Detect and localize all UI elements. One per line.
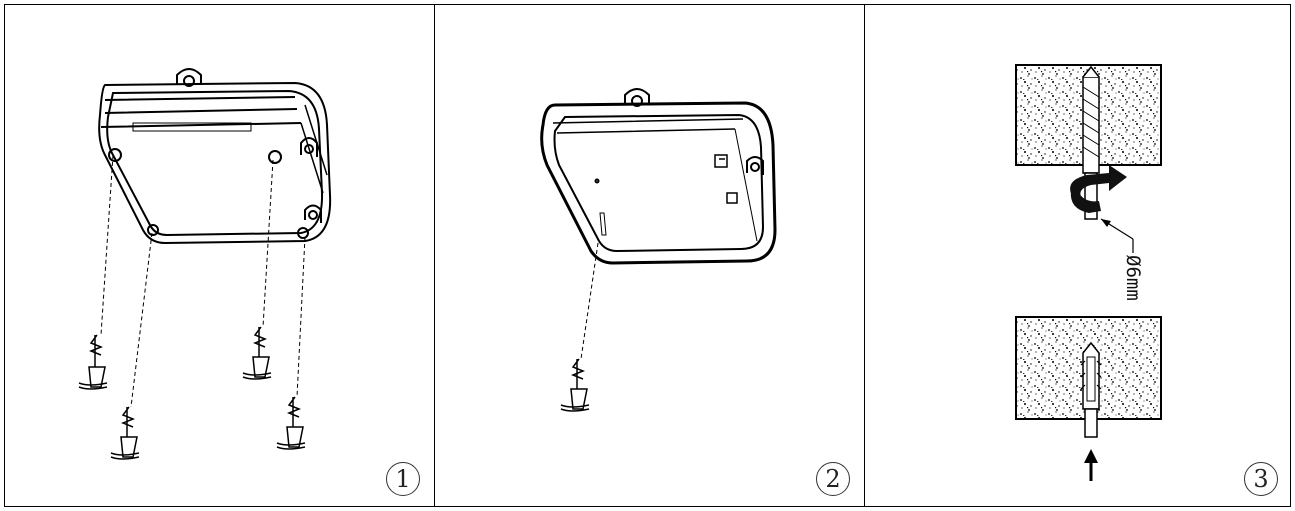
- screw-anchor-icon: [110, 406, 140, 460]
- alignment-line: [580, 242, 599, 360]
- wall-drilling-diagram: Ø6mm: [1015, 64, 1162, 481]
- step-number: 1: [395, 465, 411, 493]
- step-number-badge: 1: [386, 462, 420, 496]
- diameter-label: Ø6mm: [1122, 255, 1144, 301]
- rotation-arrow-icon: [1070, 165, 1127, 213]
- wall-plug-anchor: [1080, 341, 1102, 438]
- screw-anchor-icon: [276, 396, 306, 450]
- leader-arrowhead-icon: [1101, 219, 1111, 227]
- enclosure-with-four-screws: [78, 68, 332, 460]
- enclosure-box: [98, 68, 332, 245]
- diagram-frame: 1: [4, 4, 1291, 507]
- step-number: 3: [1253, 465, 1269, 493]
- screw-anchors: [78, 326, 306, 460]
- step-number-badge: 3: [1244, 462, 1278, 496]
- panel-step-1: 1: [5, 5, 435, 506]
- step-number: 2: [825, 465, 841, 493]
- enclosure-frame-with-screw: [540, 88, 777, 412]
- panel-step-2: 2: [435, 5, 865, 506]
- screw-anchor-icon: [78, 334, 108, 390]
- alignment-lines: [100, 154, 306, 408]
- enclosure-frame: [540, 88, 777, 265]
- drill-bit: [1082, 65, 1100, 220]
- step-number-badge: 2: [816, 462, 850, 496]
- panel-step-3: Ø6mm 3: [865, 5, 1292, 506]
- insert-arrow-icon: [1084, 449, 1098, 481]
- screw-anchor-icon: [560, 358, 590, 412]
- screw-anchor-icon: [242, 326, 272, 380]
